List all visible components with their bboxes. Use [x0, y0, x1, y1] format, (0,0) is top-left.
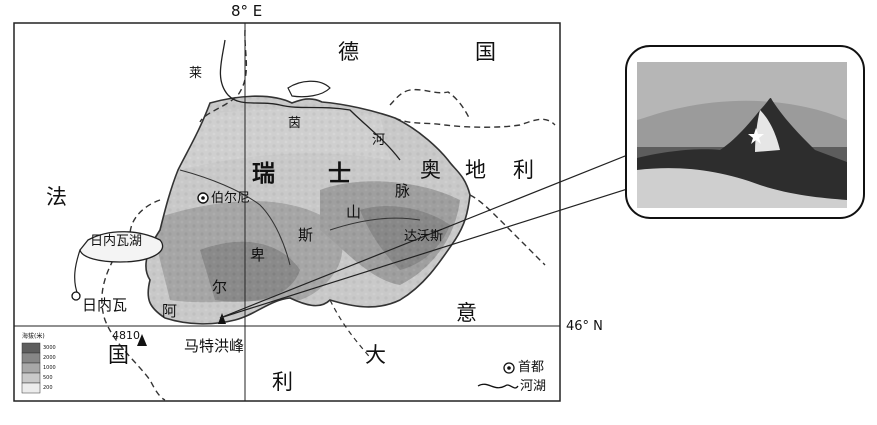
alps-label-5: 山 — [346, 203, 362, 221]
switzerland-label-1: 瑞 — [252, 161, 275, 187]
bern-label: 伯尔尼 — [211, 191, 251, 206]
national-borders — [101, 29, 556, 401]
austria-label-2: 地 — [465, 158, 486, 182]
callout-line-upper — [219, 149, 641, 319]
rhine-label-2: 茵 — [288, 116, 302, 131]
switzerland-label-2: 士 — [328, 161, 351, 187]
legend-level-2: 2000 — [43, 355, 56, 361]
lake-geneva-label: 日内瓦湖 — [90, 234, 143, 249]
italy-label-1: 意 — [456, 301, 477, 325]
elevation-label: 4810 — [112, 329, 140, 342]
river-aare — [179, 169, 291, 266]
meridian-label: 8° E — [231, 2, 263, 20]
alps-label-2: 尔 — [212, 278, 228, 296]
river-inn — [329, 217, 421, 231]
alps-label-1: 阿 — [162, 302, 178, 320]
peak-elevation-icon — [137, 334, 147, 346]
alps-label-6: 脉 — [395, 182, 411, 200]
italy-label-3: 利 — [272, 370, 293, 394]
germany-label-1: 德 — [338, 40, 359, 64]
rhone-river — [74, 249, 81, 296]
switzerland-relief — [145, 96, 471, 324]
callout-line-lower — [219, 184, 641, 319]
germany-label-2: 国 — [475, 40, 496, 64]
italy-border — [329, 299, 373, 361]
davos-label: 达沃斯 — [404, 229, 444, 244]
city-icon — [71, 291, 81, 301]
elevation-legend — [21, 342, 41, 394]
geneva-label: 日内瓦 — [82, 296, 128, 314]
legend-level-3: 1000 — [43, 365, 56, 371]
matterhorn-label: 马特洪峰 — [184, 337, 245, 355]
alps-label-3: 卑 — [250, 246, 266, 264]
france-label-1: 法 — [46, 185, 67, 209]
inset-photo — [637, 62, 847, 208]
rhine-river — [219, 39, 401, 161]
rhine-label-3: 河 — [372, 133, 386, 148]
legend-capital-label: 首都 — [518, 360, 545, 375]
legend-river-label: 河湖 — [520, 379, 547, 394]
legend-level-1: 3000 — [43, 345, 56, 351]
france-label-2: 国 — [108, 343, 129, 367]
lake-geneva — [79, 231, 164, 263]
legend-river-icon — [477, 383, 519, 389]
peak-icon — [218, 313, 226, 324]
italy-label-2: 大 — [365, 343, 386, 367]
legend-level-4: 500 — [43, 375, 53, 381]
legend-title: 海拔(米) — [22, 333, 45, 340]
parallel-label: 46° N — [566, 319, 603, 334]
alps-label-4: 斯 — [298, 226, 314, 244]
rhine-label-1: 莱 — [189, 66, 203, 81]
lake-constance — [287, 80, 331, 98]
austria-label-3: 利 — [513, 158, 534, 182]
austria-label-1: 奥 — [420, 158, 441, 182]
legend-level-5: 200 — [43, 385, 53, 391]
